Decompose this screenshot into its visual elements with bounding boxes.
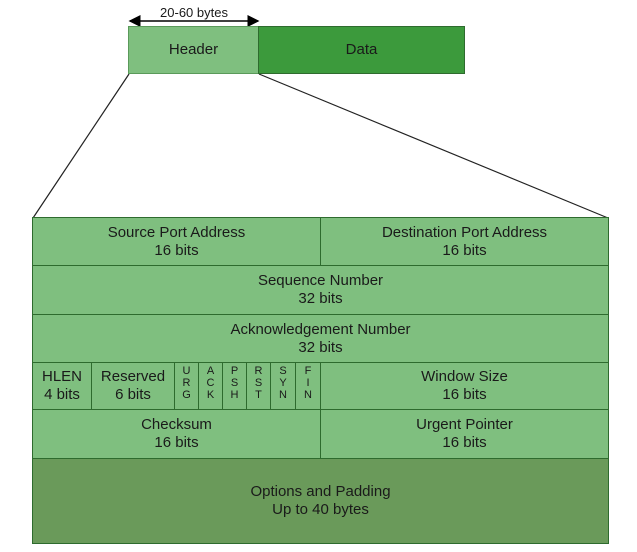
field-options-padding: Options and Padding Up to 40 bytes xyxy=(32,458,609,544)
segment-data-box: Data xyxy=(258,26,465,74)
segment-header-label: Header xyxy=(168,41,219,58)
zoom-line-right xyxy=(258,73,609,219)
flag-letter: S xyxy=(254,377,263,389)
field-urgent-pointer: Urgent Pointer 16 bits xyxy=(320,409,609,459)
field-name: Source Port Address xyxy=(107,223,246,241)
field-ack-number: Acknowledgement Number 32 bits xyxy=(32,314,609,363)
field-size: 16 bits xyxy=(442,386,487,403)
flag-letter: F xyxy=(304,365,312,377)
flag-urg: U R G xyxy=(174,362,199,410)
header-size-label: 20-60 bytes xyxy=(160,5,228,20)
flag-letter: I xyxy=(306,377,310,389)
field-size: 32 bits xyxy=(298,290,343,307)
flag-letter: C xyxy=(206,377,215,389)
field-hlen: HLEN 4 bits xyxy=(32,362,92,410)
flag-letter: G xyxy=(182,389,191,401)
flag-letter: H xyxy=(230,389,239,401)
field-name: Urgent Pointer xyxy=(416,416,513,433)
flag-ack: A C K xyxy=(198,362,223,410)
segment-header-box: Header xyxy=(128,26,259,74)
flag-letter: N xyxy=(304,389,312,401)
field-name: Destination Port Address xyxy=(381,223,548,241)
field-sequence-number: Sequence Number 32 bits xyxy=(32,265,609,315)
field-name: Reserved xyxy=(100,368,166,385)
flag-letter: K xyxy=(206,389,215,401)
field-size: 16 bits xyxy=(154,434,199,451)
field-size: Up to 40 bytes xyxy=(272,501,369,518)
field-source-port: Source Port Address 16 bits xyxy=(32,217,321,266)
flag-rst: R S T xyxy=(246,362,271,410)
flag-psh: P S H xyxy=(222,362,247,410)
flag-letter: T xyxy=(255,389,262,401)
field-window-size: Window Size 16 bits xyxy=(320,362,609,410)
flag-letter: Y xyxy=(279,377,287,389)
flag-letter: R xyxy=(254,365,263,377)
field-name: HLEN xyxy=(41,368,82,385)
flag-syn: S Y N xyxy=(270,362,296,410)
flag-letter: S xyxy=(230,377,239,389)
flag-fin: F I N xyxy=(295,362,321,410)
flag-letter: N xyxy=(279,389,287,401)
flag-letter: S xyxy=(279,365,287,377)
field-size: 16 bits xyxy=(442,434,487,451)
field-size: 4 bits xyxy=(44,386,80,403)
field-size: 16 bits xyxy=(154,241,199,259)
field-destination-port: Destination Port Address 16 bits xyxy=(320,217,609,266)
field-name: Checksum xyxy=(141,416,212,433)
field-name: Options and Padding xyxy=(250,483,391,500)
flag-letter: P xyxy=(230,365,239,377)
flag-letter: A xyxy=(206,365,215,377)
field-size: 6 bits xyxy=(115,386,151,403)
field-name: Sequence Number xyxy=(257,272,384,289)
field-size: 16 bits xyxy=(442,241,487,259)
flag-letter: R xyxy=(182,377,191,389)
field-name: Acknowledgement Number xyxy=(230,320,411,338)
field-name: Window Size xyxy=(421,368,508,385)
field-reserved: Reserved 6 bits xyxy=(91,362,175,410)
zoom-line-left xyxy=(32,73,130,219)
field-checksum: Checksum 16 bits xyxy=(32,409,321,459)
field-size: 32 bits xyxy=(298,338,343,356)
segment-data-label: Data xyxy=(345,41,378,58)
flag-letter: U xyxy=(182,365,191,377)
